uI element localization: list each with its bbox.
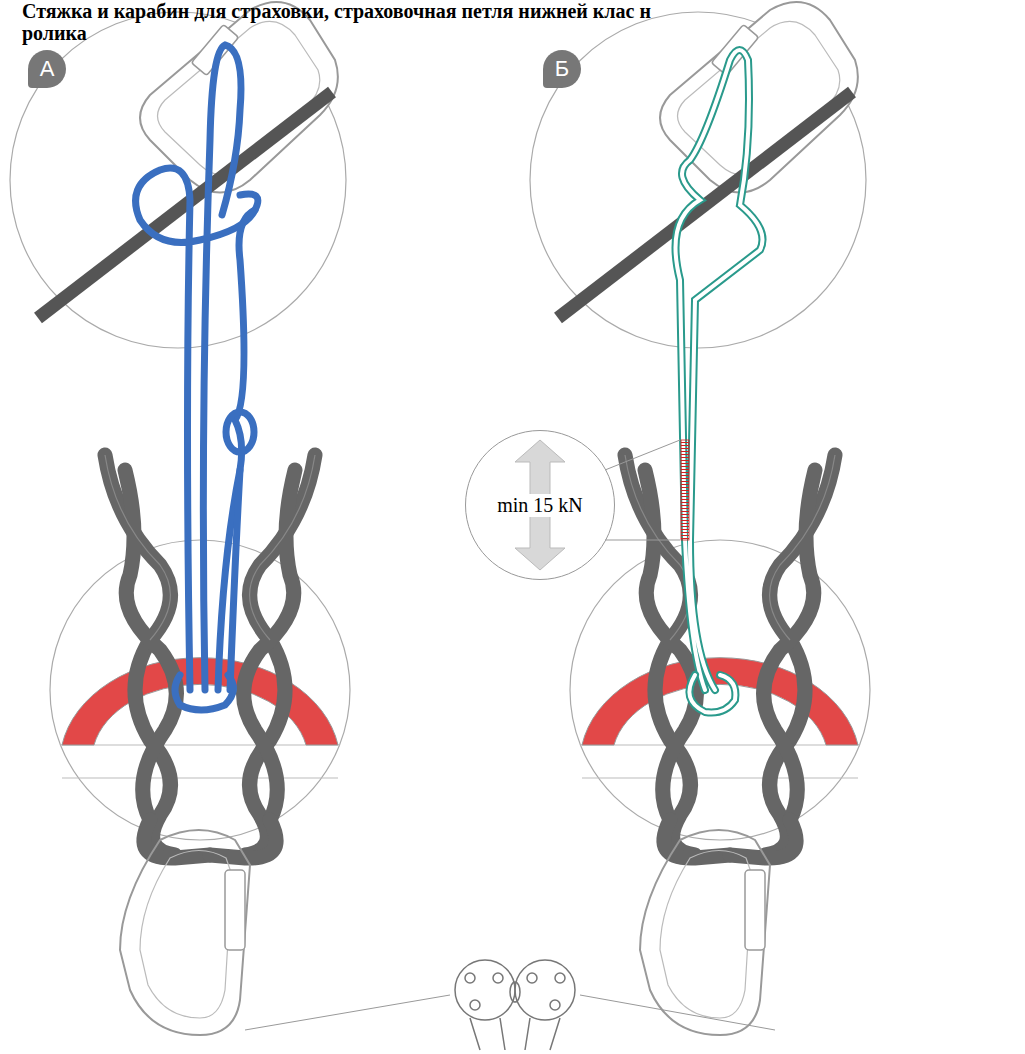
device-icon: [455, 960, 575, 1050]
panel-letter: Б: [555, 56, 569, 82]
panel-letter: А: [40, 56, 55, 82]
sling: [676, 50, 763, 713]
load-rating: min 15 kN: [495, 494, 585, 517]
right-assembly: [530, 2, 870, 1035]
panel-badge: Б: [543, 50, 581, 88]
heading: Стяжка и карабин для страховки, страхово…: [22, 0, 662, 44]
panel-badge: А: [28, 50, 66, 88]
blue-rope: [136, 45, 258, 710]
strength-callout: min 15 kN: [465, 430, 615, 580]
left-assembly: [10, 2, 350, 1035]
